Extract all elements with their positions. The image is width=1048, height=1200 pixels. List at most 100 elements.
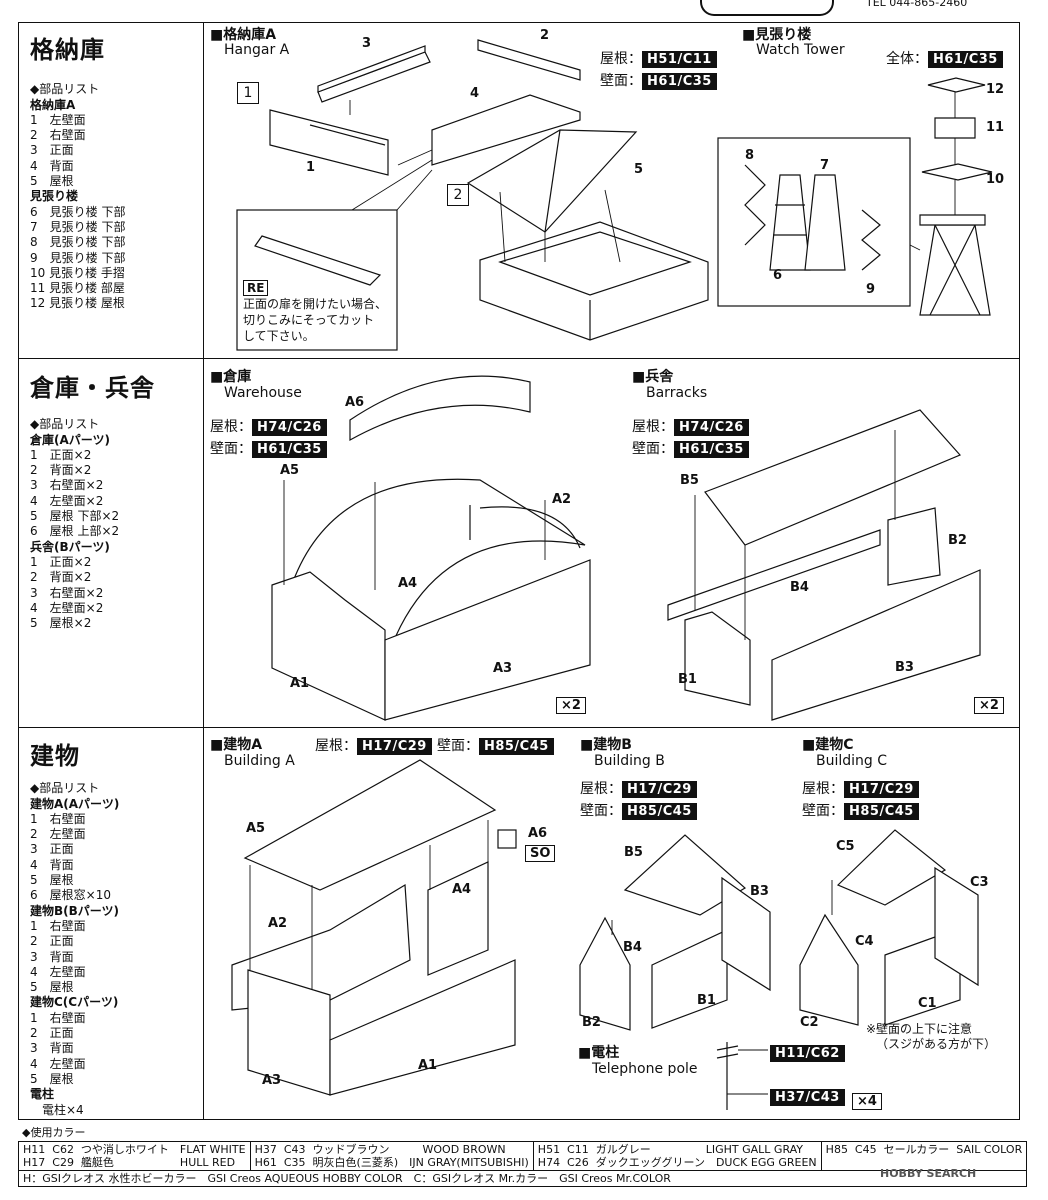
part-num: 3 bbox=[362, 36, 372, 51]
note-line: （スジがある方が下） bbox=[876, 1037, 997, 1051]
telephone-pole bbox=[716, 1042, 768, 1110]
roof-label: 屋根： bbox=[600, 51, 642, 67]
part-num: 6 bbox=[773, 268, 783, 283]
watermark: HOBBY SEARCH bbox=[880, 1167, 977, 1180]
hangar-label-en: Hangar A bbox=[224, 42, 290, 58]
color-legend-head: ◆使用カラー bbox=[22, 1126, 86, 1139]
frame-top bbox=[18, 22, 1020, 23]
barracks-roof-color: 屋根：H74/C26 bbox=[632, 416, 749, 436]
list-item: 2 正面 bbox=[30, 934, 74, 949]
list-item: 9 見張り楼 下部 bbox=[30, 250, 126, 265]
part-num: A2 bbox=[552, 492, 572, 507]
color-tag: H74/C26 bbox=[674, 419, 749, 436]
section-title-buildings: 建物 bbox=[30, 742, 80, 770]
warehouse-label-en: Warehouse bbox=[224, 385, 302, 401]
color-tag: H37/C43 bbox=[770, 1089, 845, 1106]
part-num: C1 bbox=[918, 996, 937, 1011]
part-num: A2 bbox=[268, 916, 288, 931]
legend-cell: H85 C45 セールカラー SAIL COLOR bbox=[820, 1141, 1028, 1171]
group-name: 見張り楼 bbox=[30, 189, 79, 204]
building-a-label-en: Building A bbox=[224, 753, 295, 769]
tower-roof-12 bbox=[927, 77, 986, 93]
part-num: A6 bbox=[345, 395, 365, 410]
color-tag: H85/C45 bbox=[622, 803, 697, 820]
building-a-label-jp: ■建物A bbox=[210, 737, 263, 753]
part-num: B4 bbox=[623, 940, 642, 955]
list-item: 4 左壁面×2 bbox=[30, 493, 104, 508]
all-label: 全体： bbox=[886, 51, 928, 67]
list-item: 1 右壁面 bbox=[30, 811, 86, 826]
color-tag: H61/C35 bbox=[674, 441, 749, 458]
warehouse-roof-color: 屋根：H74/C26 bbox=[210, 416, 327, 436]
hangar-label-jp: ■格納庫A bbox=[210, 27, 277, 43]
wall-label: 壁面： bbox=[580, 803, 622, 819]
step-2-badge: 2 bbox=[447, 184, 469, 206]
note-line: して下さい。 bbox=[243, 329, 315, 343]
color-tag: H17/C29 bbox=[844, 781, 919, 798]
list-item: 3 背面 bbox=[30, 1041, 74, 1056]
hangar-wall-3 bbox=[317, 45, 431, 103]
hangar-roof-color: 屋根：H51/C11 bbox=[600, 48, 717, 68]
legend-line: H74 C26 ダックエッググリーン DUCK EGG GREEN bbox=[537, 1156, 817, 1169]
list-item: 10 見張り楼 手摺 bbox=[30, 265, 125, 280]
frame-left bbox=[18, 22, 19, 1119]
list-item: 5 屋根 bbox=[30, 174, 74, 189]
part-num: A4 bbox=[398, 576, 418, 591]
warehouse-wall-color: 壁面：H61/C35 bbox=[210, 438, 327, 458]
hangar-wall-1 bbox=[269, 109, 389, 176]
list-head: ◆部品リスト bbox=[30, 781, 100, 796]
frame-right bbox=[1019, 22, 1020, 1119]
part-num: A3 bbox=[493, 661, 513, 676]
list-item: 7 見張り楼 下部 bbox=[30, 219, 126, 234]
list-item: 4 左壁面 bbox=[30, 1056, 86, 1071]
list-item: 3 右壁面×2 bbox=[30, 478, 104, 493]
parts-list-buildings: ◆部品リスト 建物A(Aパーツ) 1 右壁面 2 左壁面 3 正面 4 背面 5… bbox=[30, 766, 119, 1118]
list-item: 2 正面 bbox=[30, 1026, 74, 1041]
part-num: A6 bbox=[528, 826, 548, 841]
wall-label: 壁面： bbox=[600, 73, 642, 89]
hangar-wall-color: 壁面：H61/C35 bbox=[600, 70, 717, 90]
part-num: 2 bbox=[540, 28, 550, 43]
list-item: 3 正面 bbox=[30, 842, 74, 857]
building-a-colors: 屋根：H17/C29 壁面：H85/C45 bbox=[315, 735, 554, 755]
list-item: 5 屋根 bbox=[30, 873, 74, 888]
note-line: 正面の扉を開けたい場合、 bbox=[243, 297, 388, 311]
note-line: 切りこみにそってカット bbox=[243, 313, 375, 327]
legend-line: H17 C29 艦艇色 HULL RED bbox=[23, 1156, 236, 1169]
part-num: B5 bbox=[680, 473, 699, 488]
list-item: 2 背面×2 bbox=[30, 463, 92, 478]
part-num: C5 bbox=[836, 839, 855, 854]
legend-line: H51 C11 ガルグレー LIGHT GALL GRAY bbox=[537, 1143, 804, 1156]
legend-line: H37 C43 ウッドブラウン WOOD BROWN bbox=[254, 1143, 506, 1156]
legend-line: H11 C62 つや消しホワイト FLAT WHITE bbox=[23, 1143, 246, 1156]
part-num: 12 bbox=[986, 82, 1005, 97]
building-c-label-jp: ■建物C bbox=[802, 737, 854, 753]
list-item: 5 屋根×2 bbox=[30, 616, 92, 631]
color-tag: H61/C35 bbox=[928, 51, 1003, 68]
pole-label-en: Telephone pole bbox=[592, 1061, 698, 1077]
part-num: A1 bbox=[418, 1058, 438, 1073]
step-1-badge: 1 bbox=[237, 82, 259, 104]
list-head: ◆部品リスト bbox=[30, 82, 100, 97]
building-c-roof-color: 屋根：H17/C29 bbox=[802, 778, 919, 798]
re-tag: RE bbox=[243, 280, 269, 296]
part-num: A3 bbox=[262, 1073, 282, 1088]
part-num: B3 bbox=[895, 660, 914, 675]
part-num: A5 bbox=[246, 821, 266, 836]
barracks-label-jp: ■兵舎 bbox=[632, 369, 674, 385]
list-item: 1 右壁面 bbox=[30, 918, 86, 933]
list-item: 3 右壁面×2 bbox=[30, 585, 104, 600]
roof-label: 屋根： bbox=[210, 419, 252, 435]
barracks-wall-color: 壁面：H61/C35 bbox=[632, 438, 749, 458]
color-tag: H17/C29 bbox=[357, 738, 432, 755]
re-note: RE 正面の扉を開けたい場合、 切りこみにそってカット して下さい。 bbox=[243, 277, 387, 344]
list-item: 6 屋根 上部×2 bbox=[30, 524, 120, 539]
color-tag: H51/C11 bbox=[642, 51, 717, 68]
frame-divider-2 bbox=[18, 727, 1020, 728]
frame-vertical bbox=[203, 22, 204, 1119]
color-tag: H11/C62 bbox=[770, 1045, 845, 1062]
list-item: 6 屋根窓×10 bbox=[30, 888, 111, 903]
